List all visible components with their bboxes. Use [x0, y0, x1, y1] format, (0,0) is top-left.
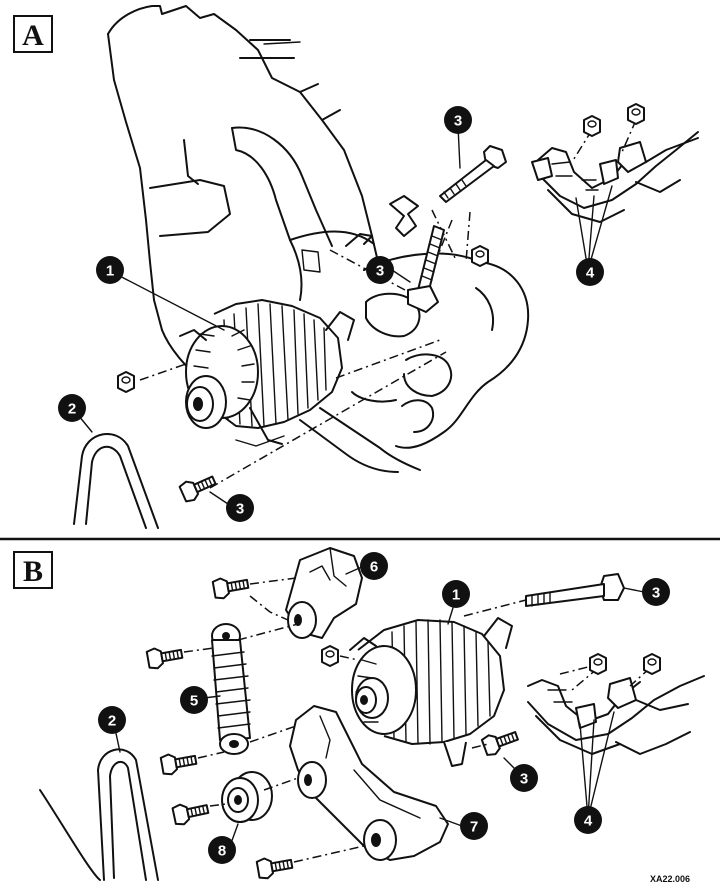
lower-mounting-bracket: [289, 705, 449, 861]
nut-icon: [627, 103, 645, 125]
long-bolt: [439, 145, 507, 203]
callout-label: 7: [470, 819, 478, 836]
wiring-harness: [527, 653, 705, 755]
callout-3-a-mid: 3: [366, 256, 394, 284]
callout-label: 6: [370, 559, 378, 576]
callout-label: 2: [68, 401, 76, 418]
drive-belt: [73, 433, 159, 529]
panel-b-label-box: [13, 551, 53, 589]
callout-3-a-bottom: 3: [226, 494, 254, 522]
stud-bolt: [407, 225, 445, 313]
callout-3-a-top: 3: [444, 106, 472, 134]
drive-belt-inner: [85, 446, 147, 529]
exhaust-manifold: [299, 252, 530, 473]
idler-pulley: [221, 771, 273, 823]
callout-2-b: 2: [98, 706, 126, 734]
callout-label: 3: [652, 585, 660, 602]
drive-belt-loop: [97, 748, 159, 881]
callout-label: 3: [454, 113, 462, 130]
nut-icon: [589, 653, 607, 675]
nut-icon: [583, 115, 601, 137]
bolt-icon: [211, 572, 251, 601]
callout-label: 3: [376, 263, 384, 280]
alternator: [179, 299, 355, 447]
callout-5-b: 5: [180, 686, 208, 714]
nut-icon: [643, 653, 661, 675]
callout-label: 2: [108, 713, 116, 730]
alternator: [349, 617, 513, 767]
callout-6-b: 6: [360, 552, 388, 580]
panel-a-label: A: [22, 19, 44, 52]
nut-icon: [321, 645, 339, 667]
panel-a-label-box: [13, 15, 53, 53]
callout-7-b: 7: [460, 812, 488, 840]
callout-label: 1: [106, 263, 114, 280]
long-bolt: [525, 573, 625, 607]
nut-icon: [471, 245, 489, 267]
bolt-icon: [480, 725, 521, 758]
nut-icon: [117, 371, 135, 393]
callout-label: 3: [236, 501, 244, 518]
bolt-icon: [145, 642, 185, 671]
mounting-hardware-a: [117, 145, 507, 505]
wiring-harness: [531, 103, 699, 223]
callout-label: 4: [586, 265, 595, 282]
clip-icon: [389, 195, 419, 237]
drive-belt-inner: [109, 760, 147, 881]
callout-4-b: 4: [574, 806, 602, 834]
callout-label: 8: [218, 843, 226, 860]
callout-1-a: 1: [96, 256, 124, 284]
callout-4-a: 4: [576, 258, 604, 286]
callout-label: 4: [584, 813, 593, 830]
callout-label: 1: [452, 587, 460, 604]
panel-b: B: [13, 547, 705, 884]
belt-tensioner-damper: [211, 623, 251, 755]
bolt-icon: [255, 852, 295, 881]
leader-lines-a: [73, 125, 613, 505]
figure-code: XA22.006: [650, 874, 690, 884]
callout-3-b-top: 3: [642, 578, 670, 606]
bolt-icon: [171, 798, 211, 827]
bolt-icon: [159, 748, 199, 777]
callout-2-a: 2: [58, 394, 86, 422]
callout-label: 5: [190, 693, 198, 710]
panel-b-label: B: [23, 555, 43, 588]
callout-8-b: 8: [208, 836, 236, 864]
callout-label: 3: [520, 771, 528, 788]
mounting-hardware-b: [145, 572, 625, 881]
callout-1-b: 1: [442, 580, 470, 608]
drive-belt: [39, 789, 101, 881]
panel-a: A: [13, 5, 699, 529]
upper-mounting-bracket: [285, 547, 363, 639]
callout-3-b-bottom: 3: [510, 764, 538, 792]
